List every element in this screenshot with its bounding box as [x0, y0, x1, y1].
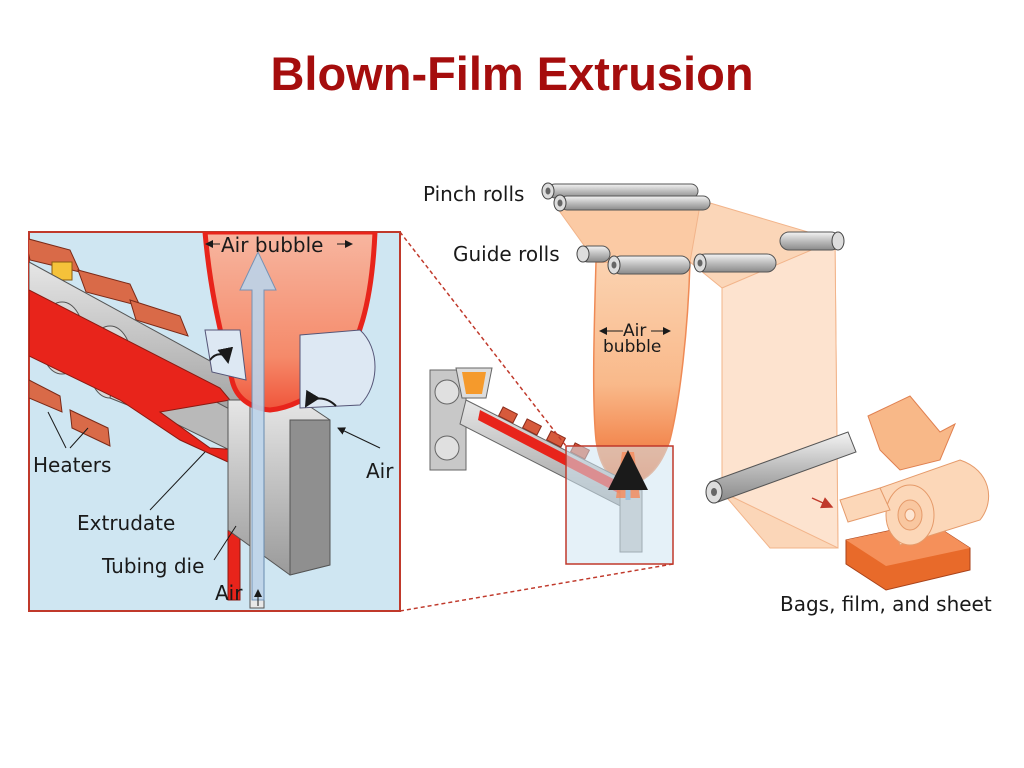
label-pinch-rolls: Pinch rolls — [423, 182, 524, 206]
label-inset-air-bubble: Air bubble — [221, 233, 323, 257]
inset-detail: Air bubble Air Heaters Extrudate Tubing … — [28, 231, 401, 612]
die-highlight-box — [565, 445, 674, 565]
connector-bottom — [399, 563, 674, 612]
output-products — [811, 395, 990, 591]
label-inset-heaters: Heaters — [33, 453, 111, 477]
main-illustration: Pinch rolls Guide rolls Air bubble Bags,… — [399, 182, 992, 616]
label-main-air-bubble-line1: Air — [623, 321, 646, 341]
pinch-rolls — [541, 182, 711, 212]
label-guide-rolls: Guide rolls — [453, 242, 560, 266]
label-output: Bags, film, and sheet — [780, 592, 992, 616]
label-inset-extrudate: Extrudate — [77, 511, 175, 535]
connector-top — [399, 231, 567, 447]
slide-title: Blown-Film Extrusion — [270, 47, 754, 100]
label-inset-air-bottom: Air — [215, 581, 243, 605]
label-inset-air-side: Air — [366, 459, 394, 483]
label-main-air-bubble-line2: bubble — [603, 337, 661, 357]
guide-rolls — [576, 231, 845, 275]
label-inset-tubing-die: Tubing die — [101, 554, 204, 578]
lower-roll — [705, 431, 857, 504]
